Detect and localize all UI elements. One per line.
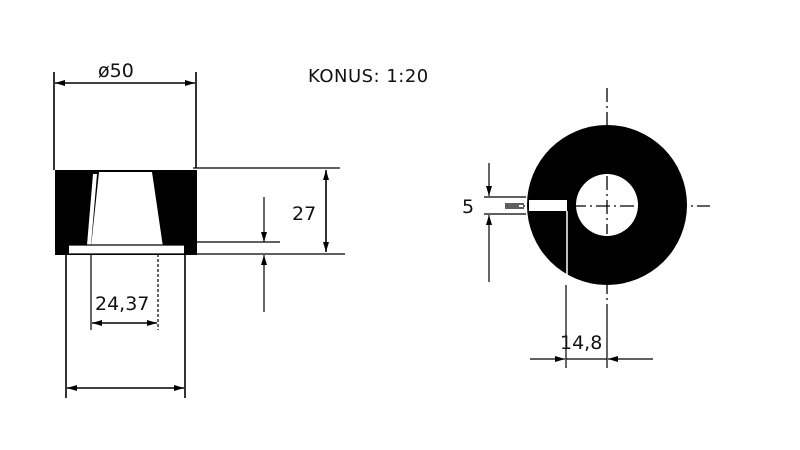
bore-gap	[87, 174, 97, 245]
dimension-recess-depth	[197, 197, 280, 312]
front-view	[505, 88, 710, 305]
conical-bore	[91, 172, 163, 247]
dimension-height-27: 27	[193, 167, 345, 255]
bottom-recess	[69, 245, 184, 254]
konus-title: KONUS: 1:20	[308, 66, 429, 87]
diameter-50-label: ø50	[98, 60, 134, 82]
slot-5-label: 5	[462, 196, 474, 218]
bore-24-37-label: 24,37	[95, 293, 149, 315]
slot	[529, 200, 567, 211]
height-27-label: 27	[292, 203, 316, 225]
dimension-bore-24-37: 24,37	[90, 254, 159, 330]
dimension-diameter-50: ø50	[53, 60, 197, 170]
side-section-view	[55, 170, 197, 255]
dimension-slot-14-8: 14,8	[530, 285, 653, 368]
dimension-slot-5: 5	[462, 163, 526, 282]
dimension-recess-width	[65, 254, 186, 398]
slot-14-8-label: 14,8	[560, 332, 602, 354]
